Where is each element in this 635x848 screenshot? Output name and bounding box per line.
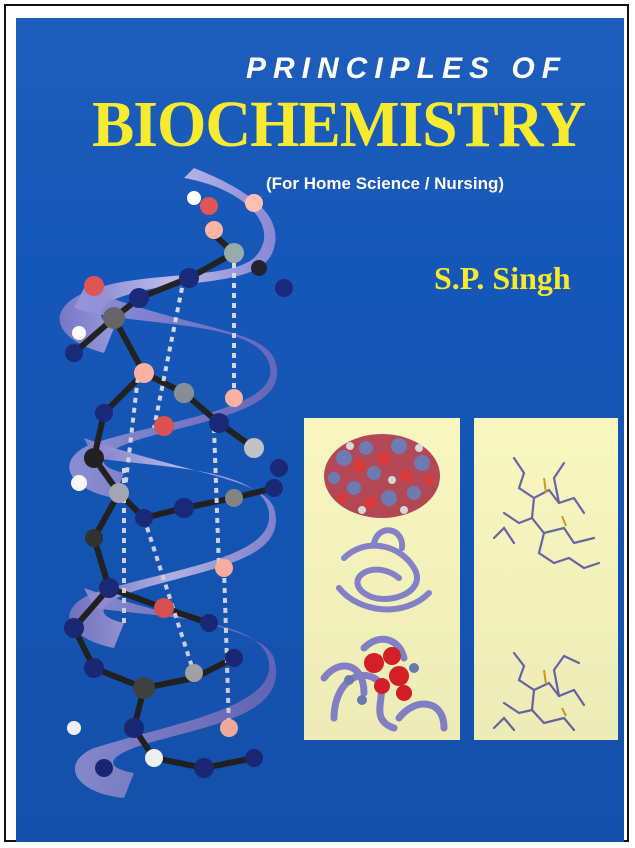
author-name: S.P. Singh [434,260,571,296]
protein-models-image [320,434,448,732]
title-biochemistry: BIOCHEMISTRY [92,88,586,161]
stick-models-panel [474,418,618,740]
protein-models-panel [304,418,460,740]
subtitle: (For Home Science / Nursing) [266,174,505,193]
title-principles-of: PRINCIPLES OF [246,52,568,85]
book-cover: PRINCIPLES OF BIOCHEMISTRY (For Home Sci… [16,18,624,842]
stick-models-image [492,456,601,732]
helix-illustration [59,168,293,798]
